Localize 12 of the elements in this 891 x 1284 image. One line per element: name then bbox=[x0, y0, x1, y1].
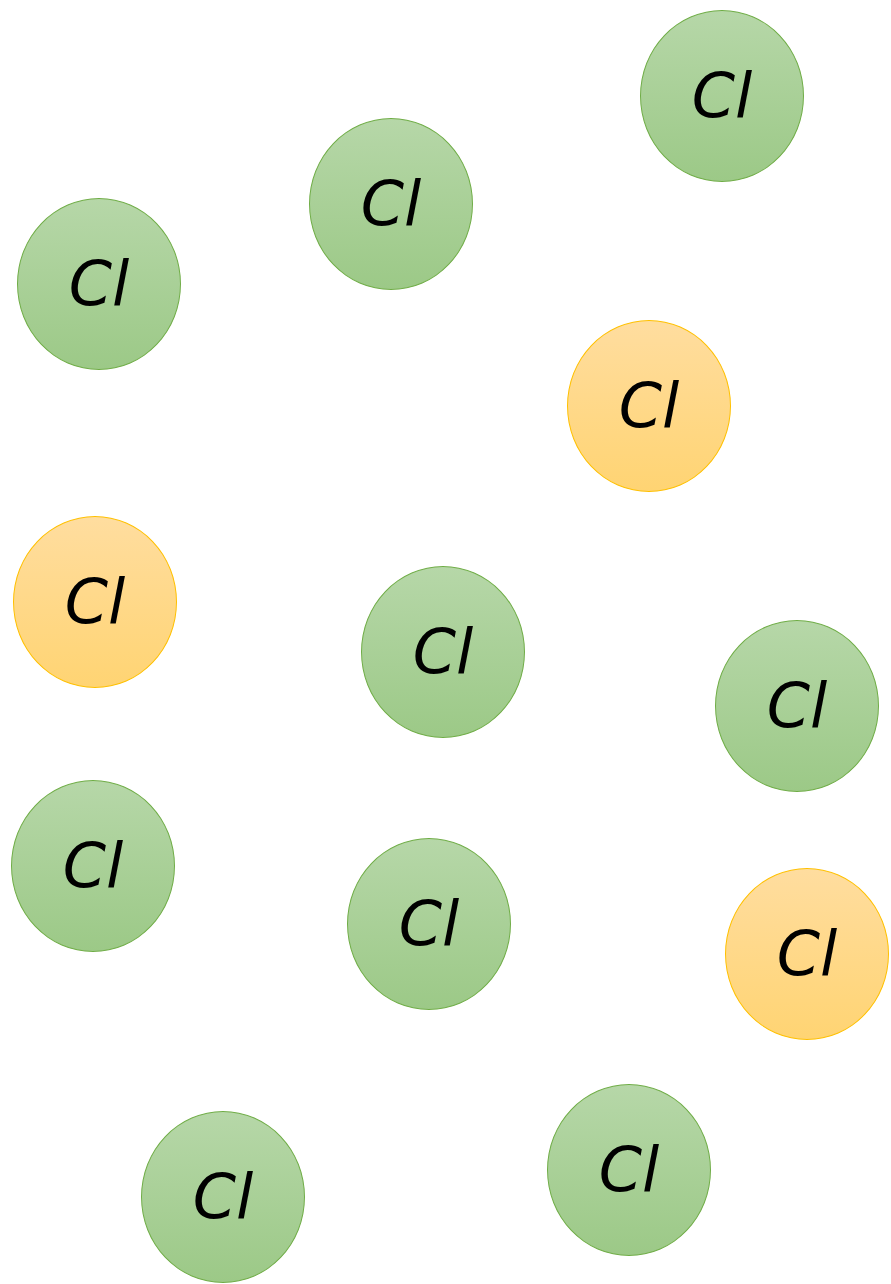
element-symbol: Cl bbox=[62, 835, 124, 897]
element-symbol: Cl bbox=[64, 571, 126, 633]
element-symbol: Cl bbox=[192, 1166, 254, 1228]
element-symbol: Cl bbox=[412, 621, 474, 683]
element-symbol: Cl bbox=[598, 1139, 660, 1201]
element-symbol: Cl bbox=[776, 923, 838, 985]
element-symbol: Cl bbox=[360, 173, 422, 235]
element-symbol: Cl bbox=[766, 675, 828, 737]
element-symbol: Cl bbox=[691, 65, 753, 127]
element-symbol: Cl bbox=[618, 375, 680, 437]
element-symbol: Cl bbox=[398, 893, 460, 955]
element-symbol: Cl bbox=[68, 253, 130, 315]
